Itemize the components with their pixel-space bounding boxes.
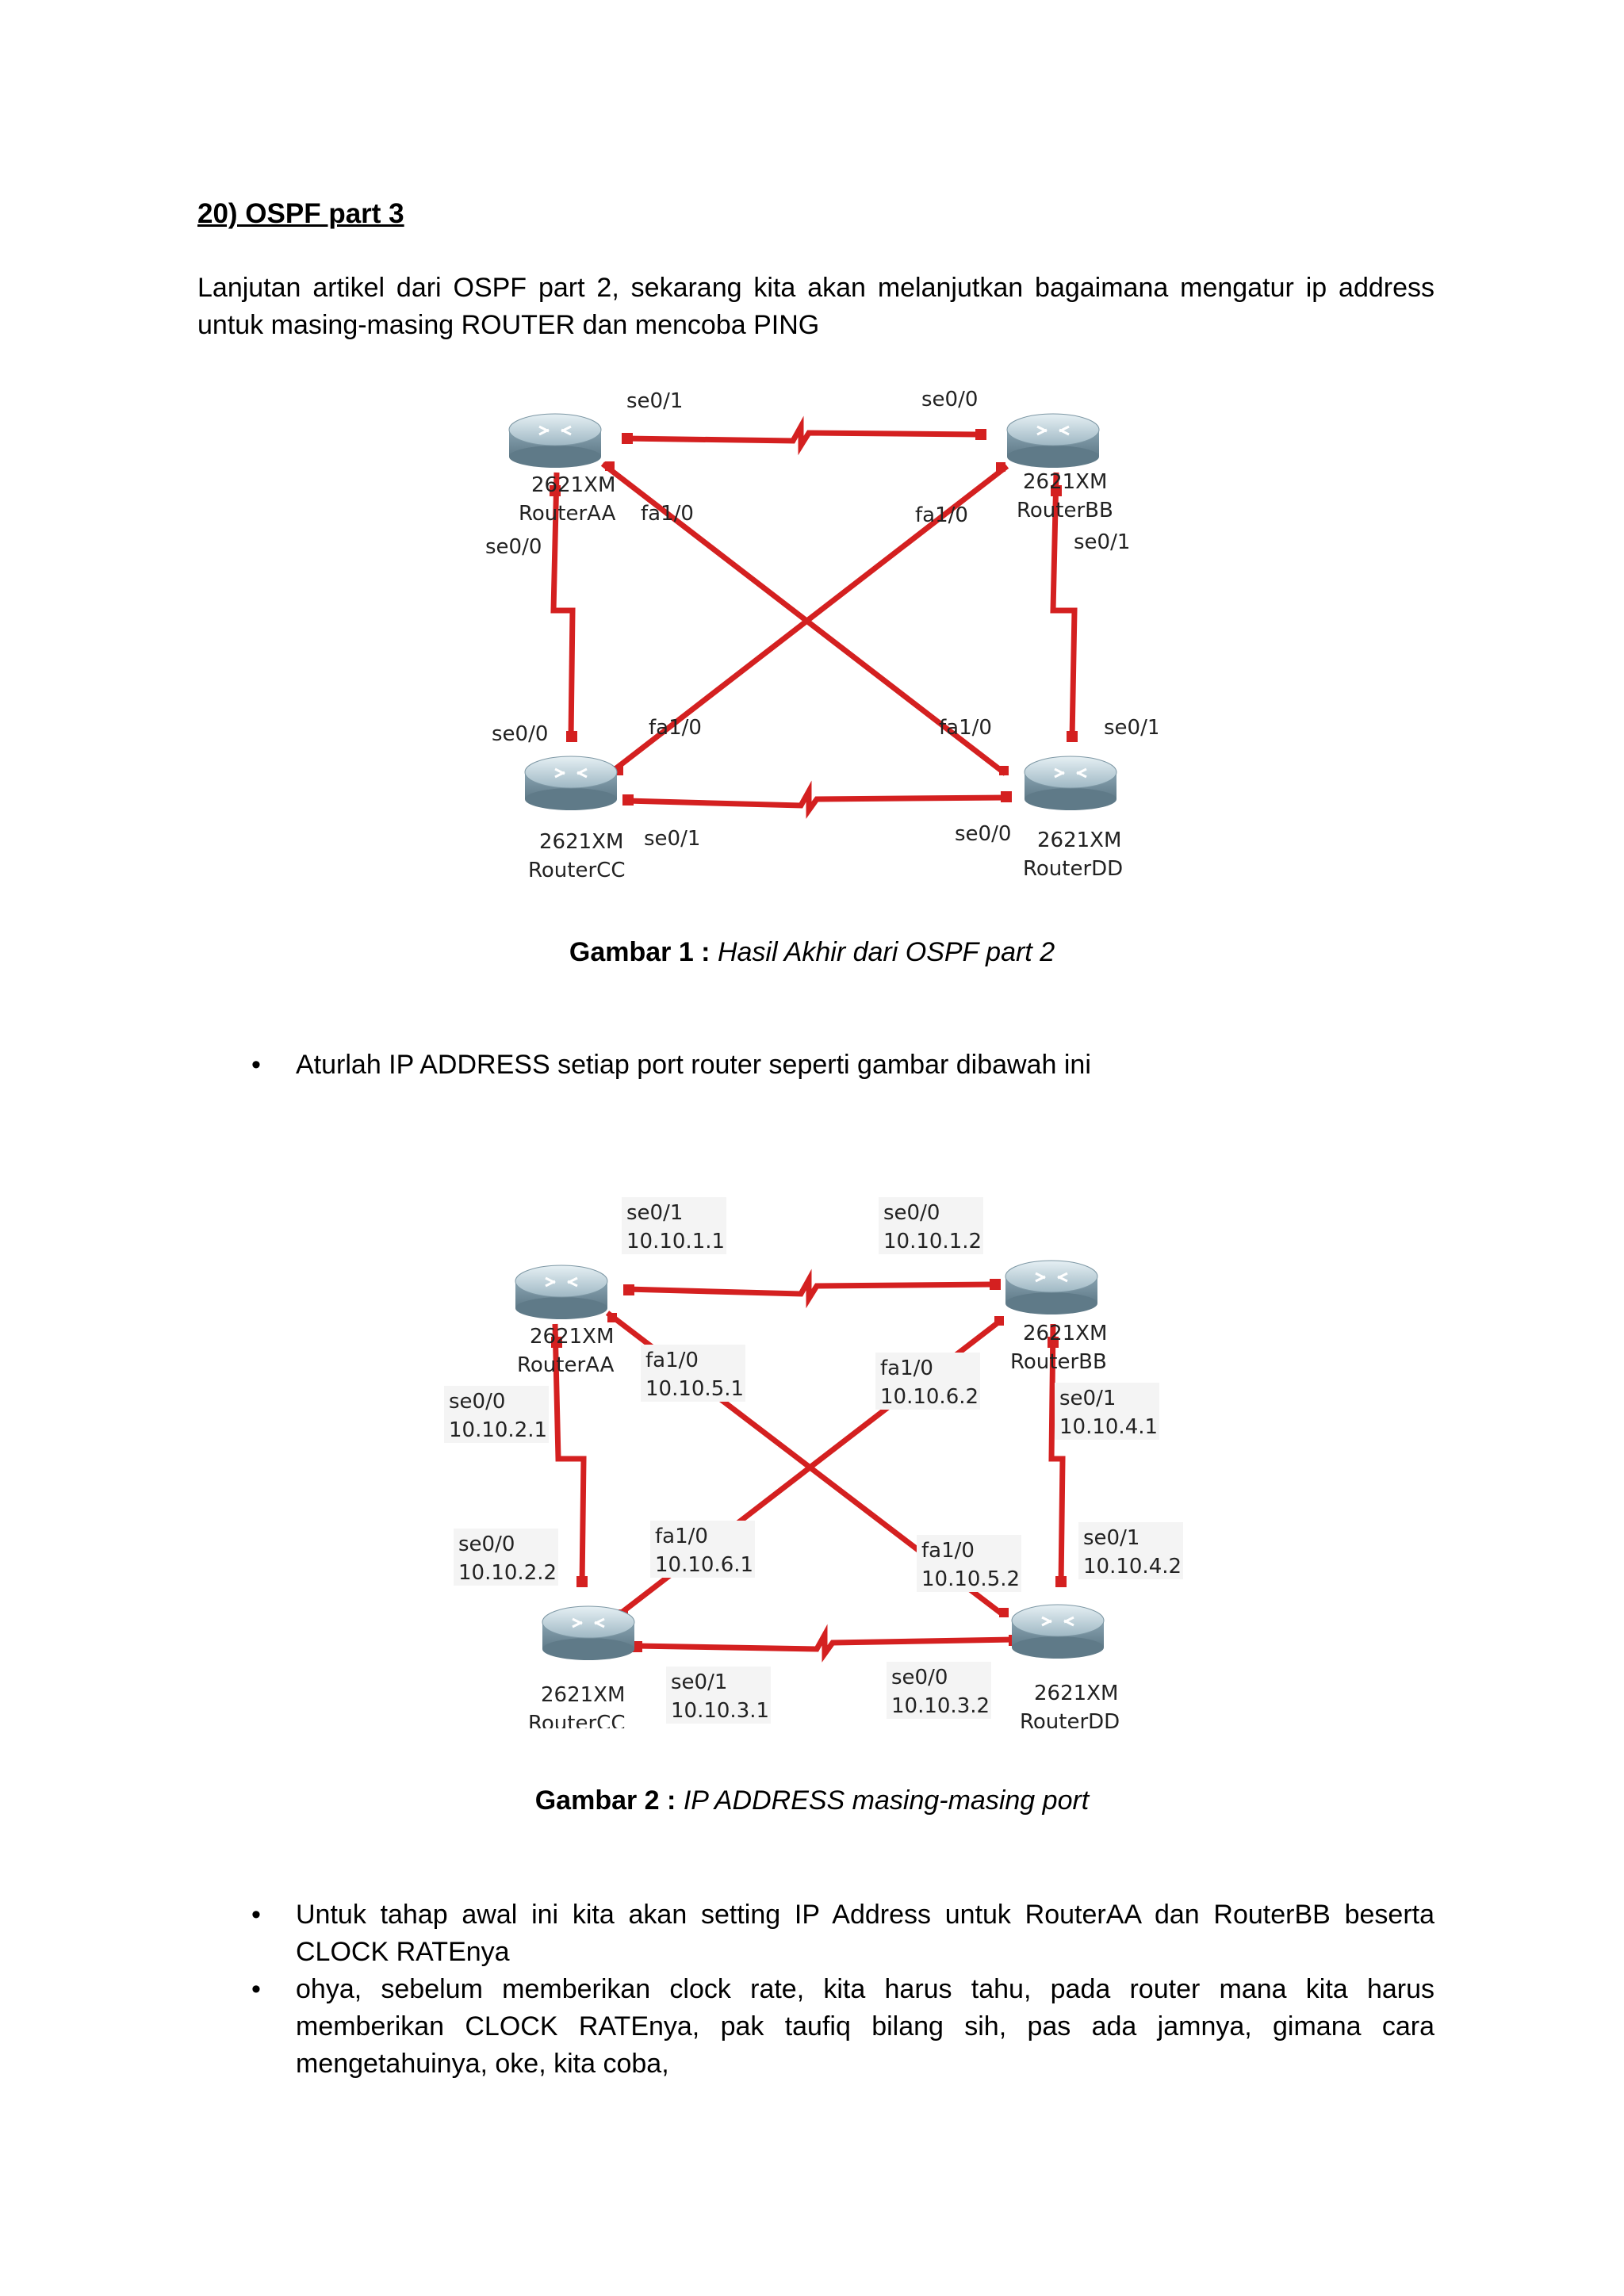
intro-paragraph: Lanjutan artikel dari OSPF part 2, sekar… <box>197 273 1434 340</box>
router-dd-model: 2621XM <box>1037 828 1121 852</box>
router-bb-model: 2621XM <box>1023 470 1107 494</box>
ip-label: 10.10.3.1 <box>671 1699 769 1723</box>
port-label: fa1/0 <box>641 502 694 526</box>
router-cc-name: RouterCC <box>528 859 625 882</box>
router-dd-name: RouterDD <box>1023 857 1123 881</box>
bullet-icon: • <box>251 1974 261 2004</box>
port-label: fa1/0 <box>649 716 702 740</box>
ip-label: 10.10.6.1 <box>655 1553 753 1577</box>
port-label: se0/1 <box>644 827 700 851</box>
ip-label: 10.10.5.2 <box>921 1567 1020 1591</box>
network-diagram-2: 2621XM RouterAA 2621XM RouterBB 2621XM R… <box>428 1173 1189 1728</box>
router-aa-model: 2621XM <box>530 1325 614 1349</box>
port-label: se0/1 <box>626 1201 683 1225</box>
port-label: fa1/0 <box>655 1525 708 1548</box>
router-bb-name: RouterBB <box>1010 1350 1107 1374</box>
router-cc-name: RouterCC <box>528 1712 625 1728</box>
port-label: fa1/0 <box>645 1349 699 1372</box>
section-heading: 20) OSPF part 3 <box>197 198 404 229</box>
port-label: se0/0 <box>955 822 1011 846</box>
port-label: se0/0 <box>485 535 542 559</box>
router-dd-icon <box>1023 755 1118 812</box>
port-label: se0/0 <box>883 1201 940 1225</box>
router-aa-name: RouterAA <box>517 1353 615 1377</box>
list-item: •Aturlah IP ADDRESS setiap port router s… <box>197 1047 1434 1084</box>
ip-label: 10.10.2.1 <box>449 1418 547 1442</box>
port-label: se0/0 <box>891 1666 948 1689</box>
figure1-caption: Gambar 1 : Hasil Akhir dari OSPF part 2 <box>0 937 1624 968</box>
port-label: se0/1 <box>1074 530 1130 554</box>
port-label: se0/1 <box>626 389 683 413</box>
router-dd-name: RouterDD <box>1020 1710 1120 1728</box>
router-cc-model: 2621XM <box>541 1683 625 1707</box>
ip-label: 10.10.4.2 <box>1083 1555 1182 1578</box>
port-label: se0/1 <box>1104 716 1158 740</box>
network-diagram-1: 2621XM RouterAA 2621XM RouterBB 2621XM R… <box>460 373 1158 896</box>
list-item: •Untuk tahap awal ini kita akan setting … <box>197 1896 1434 1971</box>
ip-label: 10.10.3.2 <box>891 1694 990 1718</box>
ip-label: 10.10.6.2 <box>880 1385 979 1409</box>
figure2-caption: Gambar 2 : IP ADDRESS masing-masing port <box>0 1785 1624 1816</box>
caption-text: IP ADDRESS masing-masing port <box>683 1785 1090 1816</box>
port-label: se0/1 <box>1083 1526 1139 1550</box>
port-label: se0/0 <box>492 722 548 746</box>
router-bb-icon <box>1004 1259 1099 1316</box>
bullet-icon: • <box>251 1050 261 1080</box>
router-dd-icon <box>1010 1603 1105 1660</box>
router-aa-name: RouterAA <box>519 502 616 526</box>
port-label: se0/0 <box>458 1533 515 1556</box>
ip-label: 10.10.5.1 <box>645 1377 744 1401</box>
router-aa-icon <box>514 1264 609 1321</box>
router-bb-model: 2621XM <box>1023 1322 1107 1345</box>
router-bb-icon <box>1005 412 1101 469</box>
port-label: fa1/0 <box>880 1357 933 1380</box>
port-label: se0/0 <box>449 1390 505 1414</box>
router-cc-icon <box>541 1605 636 1662</box>
bullet-list-1: •Aturlah IP ADDRESS setiap port router s… <box>197 1047 1434 1084</box>
caption-label: Gambar 2 : <box>534 1785 676 1816</box>
router-aa-icon <box>508 412 603 469</box>
router-cc-model: 2621XM <box>539 830 623 854</box>
port-label: fa1/0 <box>915 503 968 527</box>
router-bb-name: RouterBB <box>1017 499 1113 522</box>
router-cc-icon <box>523 755 619 812</box>
ip-label: 10.10.1.2 <box>883 1230 982 1253</box>
ip-label: 10.10.1.1 <box>626 1230 725 1253</box>
port-label: se0/0 <box>921 388 978 411</box>
port-label: fa1/0 <box>939 716 992 740</box>
bullet-list-2: •Untuk tahap awal ini kita akan setting … <box>197 1896 1434 2083</box>
list-item: •ohya, sebelum memberikan clock rate, ki… <box>197 1971 1434 2083</box>
ip-label: 10.10.2.2 <box>458 1561 557 1585</box>
ip-label: 10.10.4.1 <box>1059 1415 1158 1439</box>
caption-label: Gambar 1 : <box>569 937 710 967</box>
port-label: se0/1 <box>671 1670 727 1694</box>
port-label: fa1/0 <box>921 1539 975 1563</box>
router-aa-model: 2621XM <box>531 473 615 497</box>
bullet-icon: • <box>251 1900 261 1930</box>
port-label: se0/1 <box>1059 1387 1116 1410</box>
router-dd-model: 2621XM <box>1034 1682 1118 1705</box>
caption-text: Hasil Akhir dari OSPF part 2 <box>717 937 1055 967</box>
